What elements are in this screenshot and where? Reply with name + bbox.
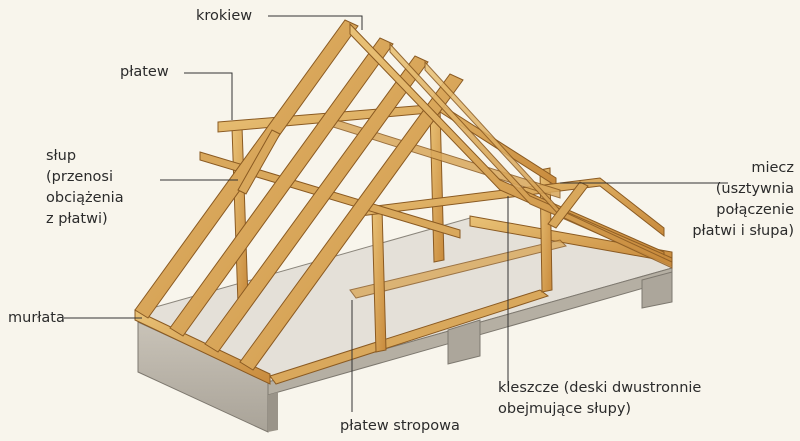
floor-beams xyxy=(269,239,567,385)
label-slup: słup (przenosi obciążenia z płatwi) xyxy=(46,146,124,230)
label-murlata: murłata xyxy=(8,310,65,326)
label-kleszcze: kleszcze (deski dwustronnie obejmujące s… xyxy=(498,378,701,420)
label-slup-line-3: obciążenia xyxy=(46,190,124,206)
rafters xyxy=(134,19,673,371)
braces xyxy=(237,129,589,229)
label-miecz-line-3: połączenie xyxy=(716,202,794,218)
label-slup-line-1: słup xyxy=(46,148,77,164)
label-platew-stropowa: płatew stropowa xyxy=(340,418,460,434)
label-slup-line-2: (przenosi xyxy=(46,169,113,185)
label-krokiew: krokiew xyxy=(196,8,253,24)
leader-krokiew xyxy=(268,15,363,30)
leader-platew xyxy=(184,72,233,120)
label-miecz-line-4: płatwi i słupa) xyxy=(692,223,794,239)
label-kleszcze-line-2: obejmujące słupy) xyxy=(498,401,632,417)
leader-lines xyxy=(64,15,728,412)
label-miecz: miecz (usztywnia połączenie płatwi i słu… xyxy=(692,158,794,242)
label-miecz-line-1: miecz xyxy=(751,160,794,176)
label-platew: płatew xyxy=(120,64,169,80)
label-kleszcze-line-1: kleszcze (deski dwustronnie xyxy=(498,380,702,396)
support-walls xyxy=(137,271,673,433)
label-slup-line-4: z płatwi) xyxy=(46,211,108,227)
wall-plates xyxy=(134,215,673,385)
label-miecz-line-2: (usztywnia xyxy=(715,181,794,197)
